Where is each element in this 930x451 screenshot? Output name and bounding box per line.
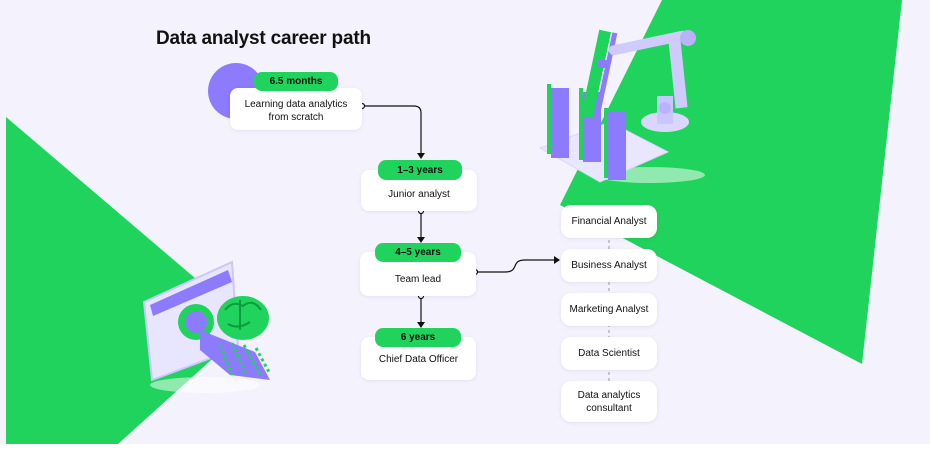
role-data-analytics-consultant: Data analytics consultant bbox=[561, 381, 657, 422]
stage-badge-team-lead: 4–5 years bbox=[375, 243, 461, 262]
stage-badge-junior: 1–3 years bbox=[378, 160, 462, 180]
role-business-analyst: Business Analyst bbox=[561, 249, 657, 282]
stage-label-learning: Learning data analytics from scratch bbox=[244, 99, 348, 123]
stage-badge-learning: 6.5 months bbox=[254, 72, 338, 91]
page-title: Data analyst career path bbox=[156, 28, 371, 49]
monitor-brain-illustration bbox=[142, 260, 272, 393]
robot-arm-illustration bbox=[538, 29, 705, 183]
stage-badge-cdo: 6 years bbox=[375, 328, 461, 347]
stage-card-learning: Learning data analytics from scratch bbox=[230, 88, 362, 130]
stage-label-team-lead: Team lead bbox=[394, 273, 442, 285]
role-marketing-analyst: Marketing Analyst bbox=[561, 293, 657, 326]
role-data-scientist: Data Scientist bbox=[561, 337, 657, 370]
green-triangle-right bbox=[560, 0, 902, 364]
stage-label-cdo: Chief Data Officer bbox=[378, 354, 459, 365]
role-financial-analyst: Financial Analyst bbox=[561, 205, 657, 238]
stage-label-junior: Junior analyst bbox=[388, 189, 450, 200]
